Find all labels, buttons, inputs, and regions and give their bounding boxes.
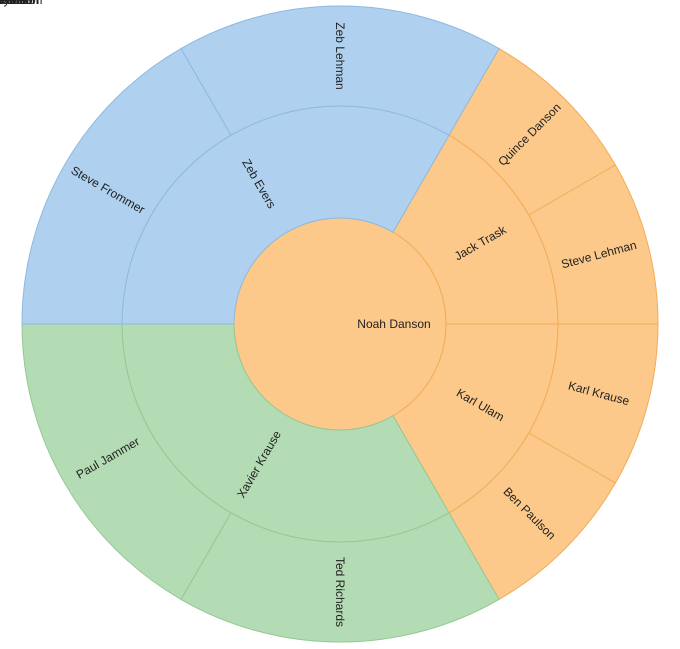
segment-label-vic-heath: Vic Heath	[0, 0, 26, 7]
segment-label-noah-danson: Noah Danson	[357, 317, 430, 331]
segment-zeb-lehman[interactable]	[180, 5, 500, 136]
segment-label-quince-paulson: Quince Paulson	[0, 0, 42, 7]
segment-karl-krause[interactable]	[528, 323, 659, 484]
segment-label-ulrich-lehman: Ulrich Lehman	[0, 0, 39, 7]
segment-label-xavier-danson: Xavier Danson	[0, 0, 39, 7]
segment-label-ted-richards: Ted Richards	[333, 557, 347, 627]
segment-label-rich-trask: Rich Trask	[0, 0, 29, 7]
segment-ted-richards[interactable]	[180, 512, 500, 643]
segment-ben-paulson[interactable]	[448, 432, 617, 601]
sunburst-segments	[21, 5, 659, 643]
segment-label-rich-cole: Rich Cole	[0, 0, 26, 7]
segment-label-vic-myers: Vic Myers	[0, 0, 26, 7]
segment-steve-lehman[interactable]	[528, 164, 659, 325]
segment-label-zeb-lehman: Zeb Lehman	[333, 22, 347, 89]
segment-label-rich-lehman: Rich Lehman	[0, 0, 35, 7]
segment-steve-frommer[interactable]	[21, 47, 232, 325]
segment-paul-jammer[interactable]	[21, 323, 232, 601]
